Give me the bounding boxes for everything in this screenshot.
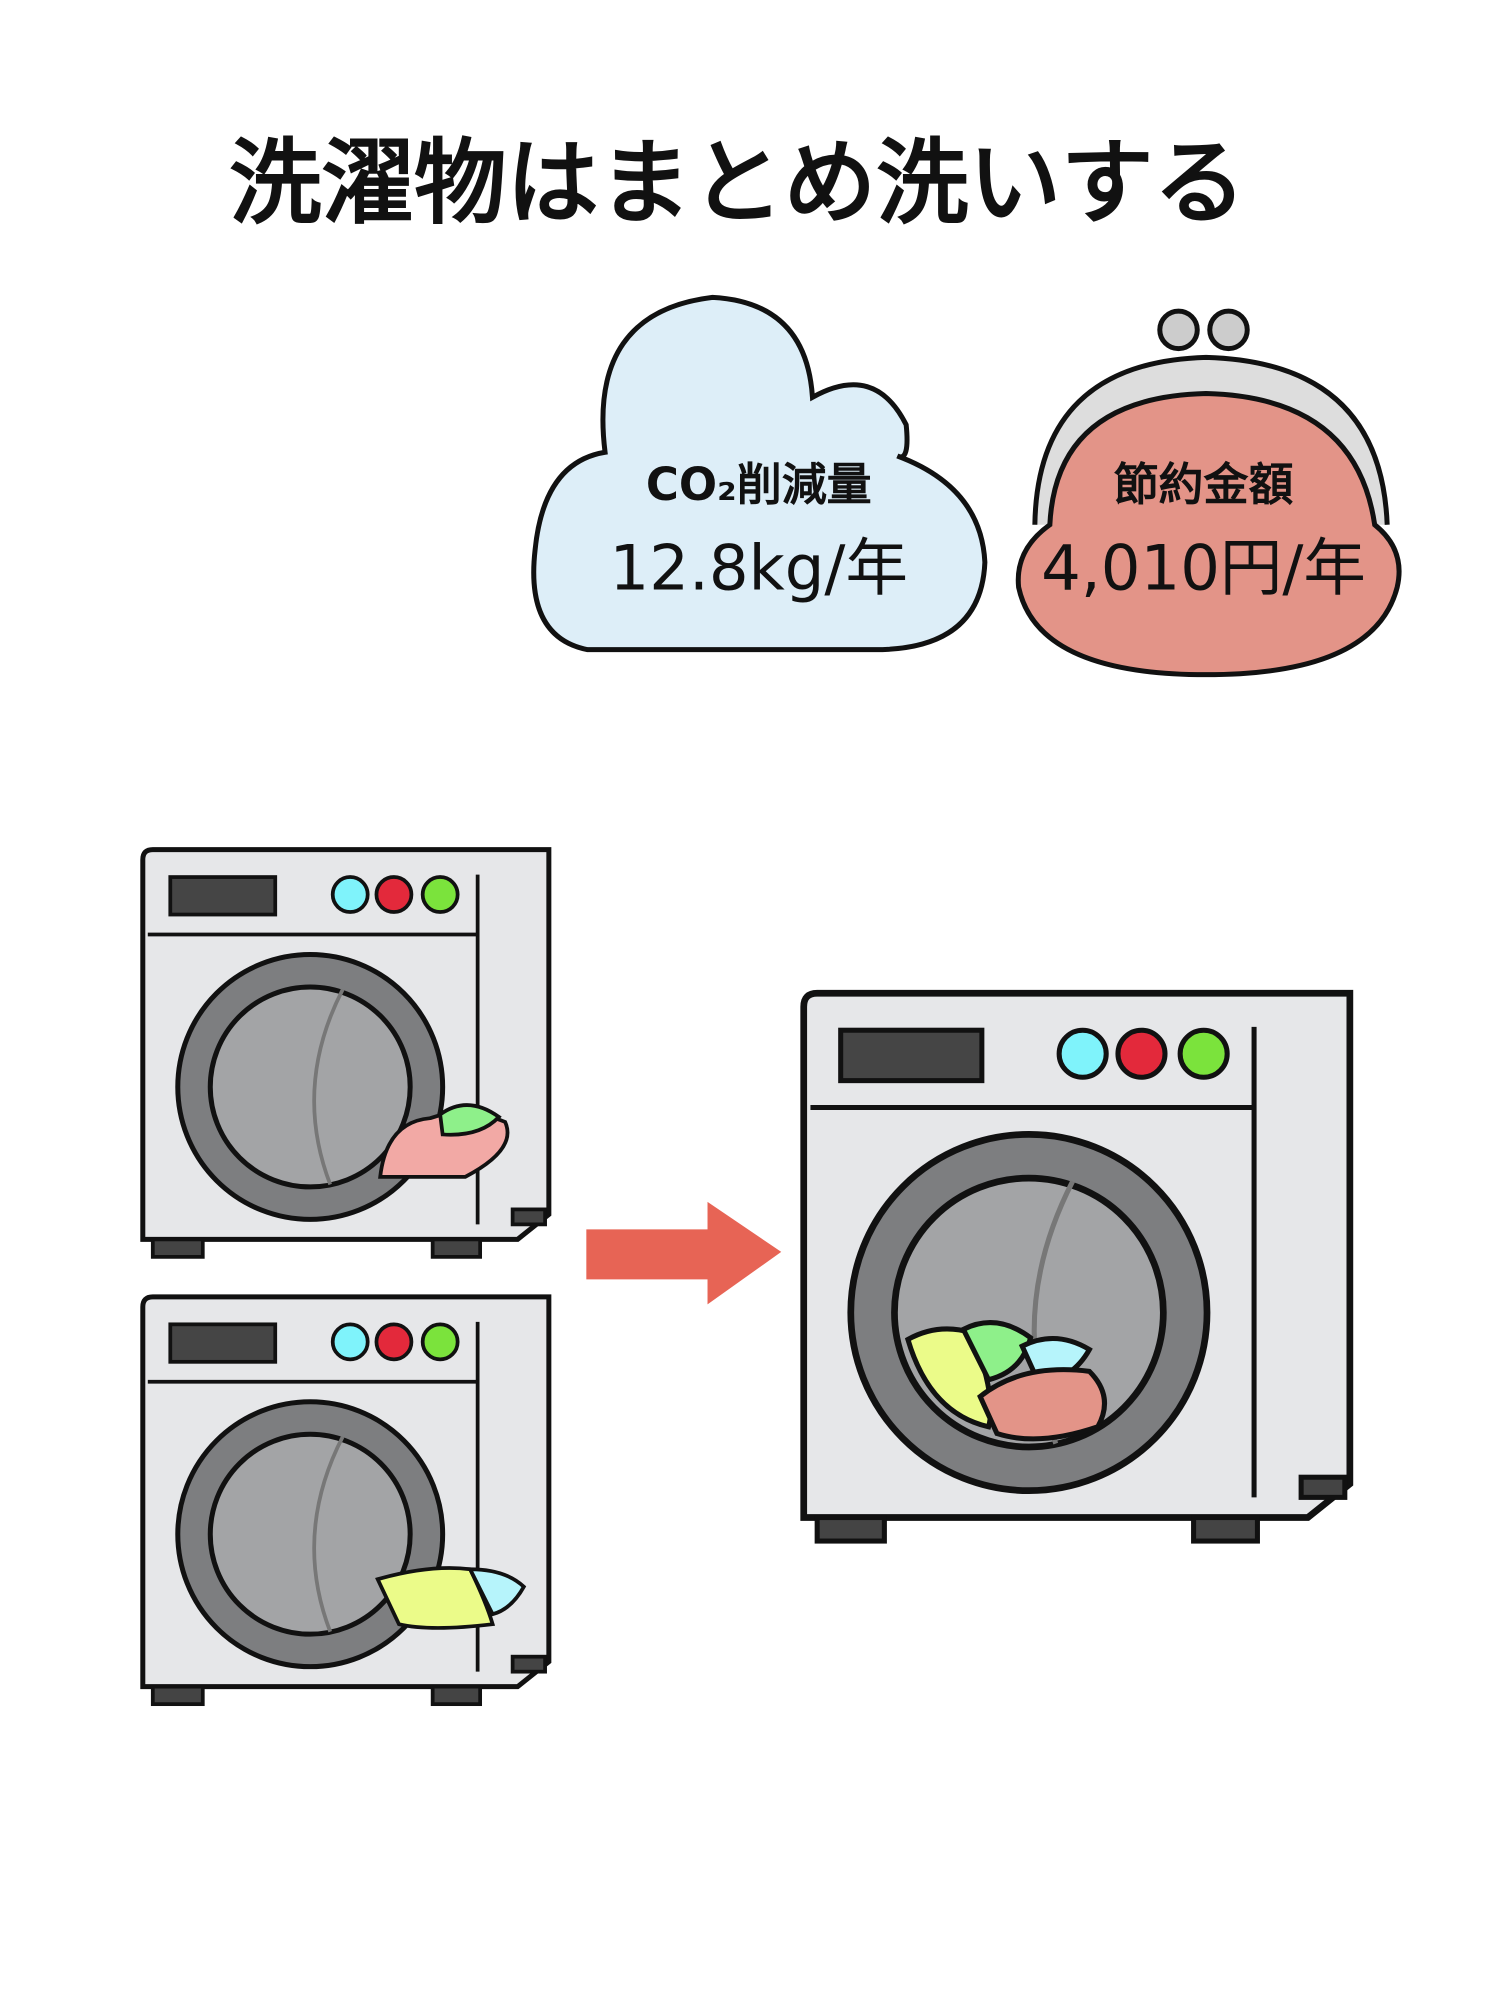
savings-value: 4,010円/年 (1041, 532, 1366, 605)
purse-icon (1015, 391, 1402, 678)
purse-clasp-icon (1207, 308, 1250, 352)
co2-cloud: CO₂削減量 12.8kg/年 (531, 294, 988, 653)
savings-purse: 節約金額 4,010円/年 (1015, 308, 1402, 678)
co2-label: CO₂削減量 (646, 458, 872, 511)
small-washing-machine-2 (143, 1297, 549, 1704)
savings-label: 節約金額 (1114, 458, 1294, 511)
large-washing-machine (804, 993, 1350, 1541)
purse-clasp-icon (1157, 308, 1200, 352)
arrow-right-icon (586, 1201, 782, 1305)
small-washing-machine-1 (143, 850, 549, 1257)
cloud-icon (531, 294, 988, 653)
co2-value: 12.8kg/年 (610, 532, 908, 605)
page-title: 洗濯物はまとめ洗いする (229, 129, 1246, 237)
